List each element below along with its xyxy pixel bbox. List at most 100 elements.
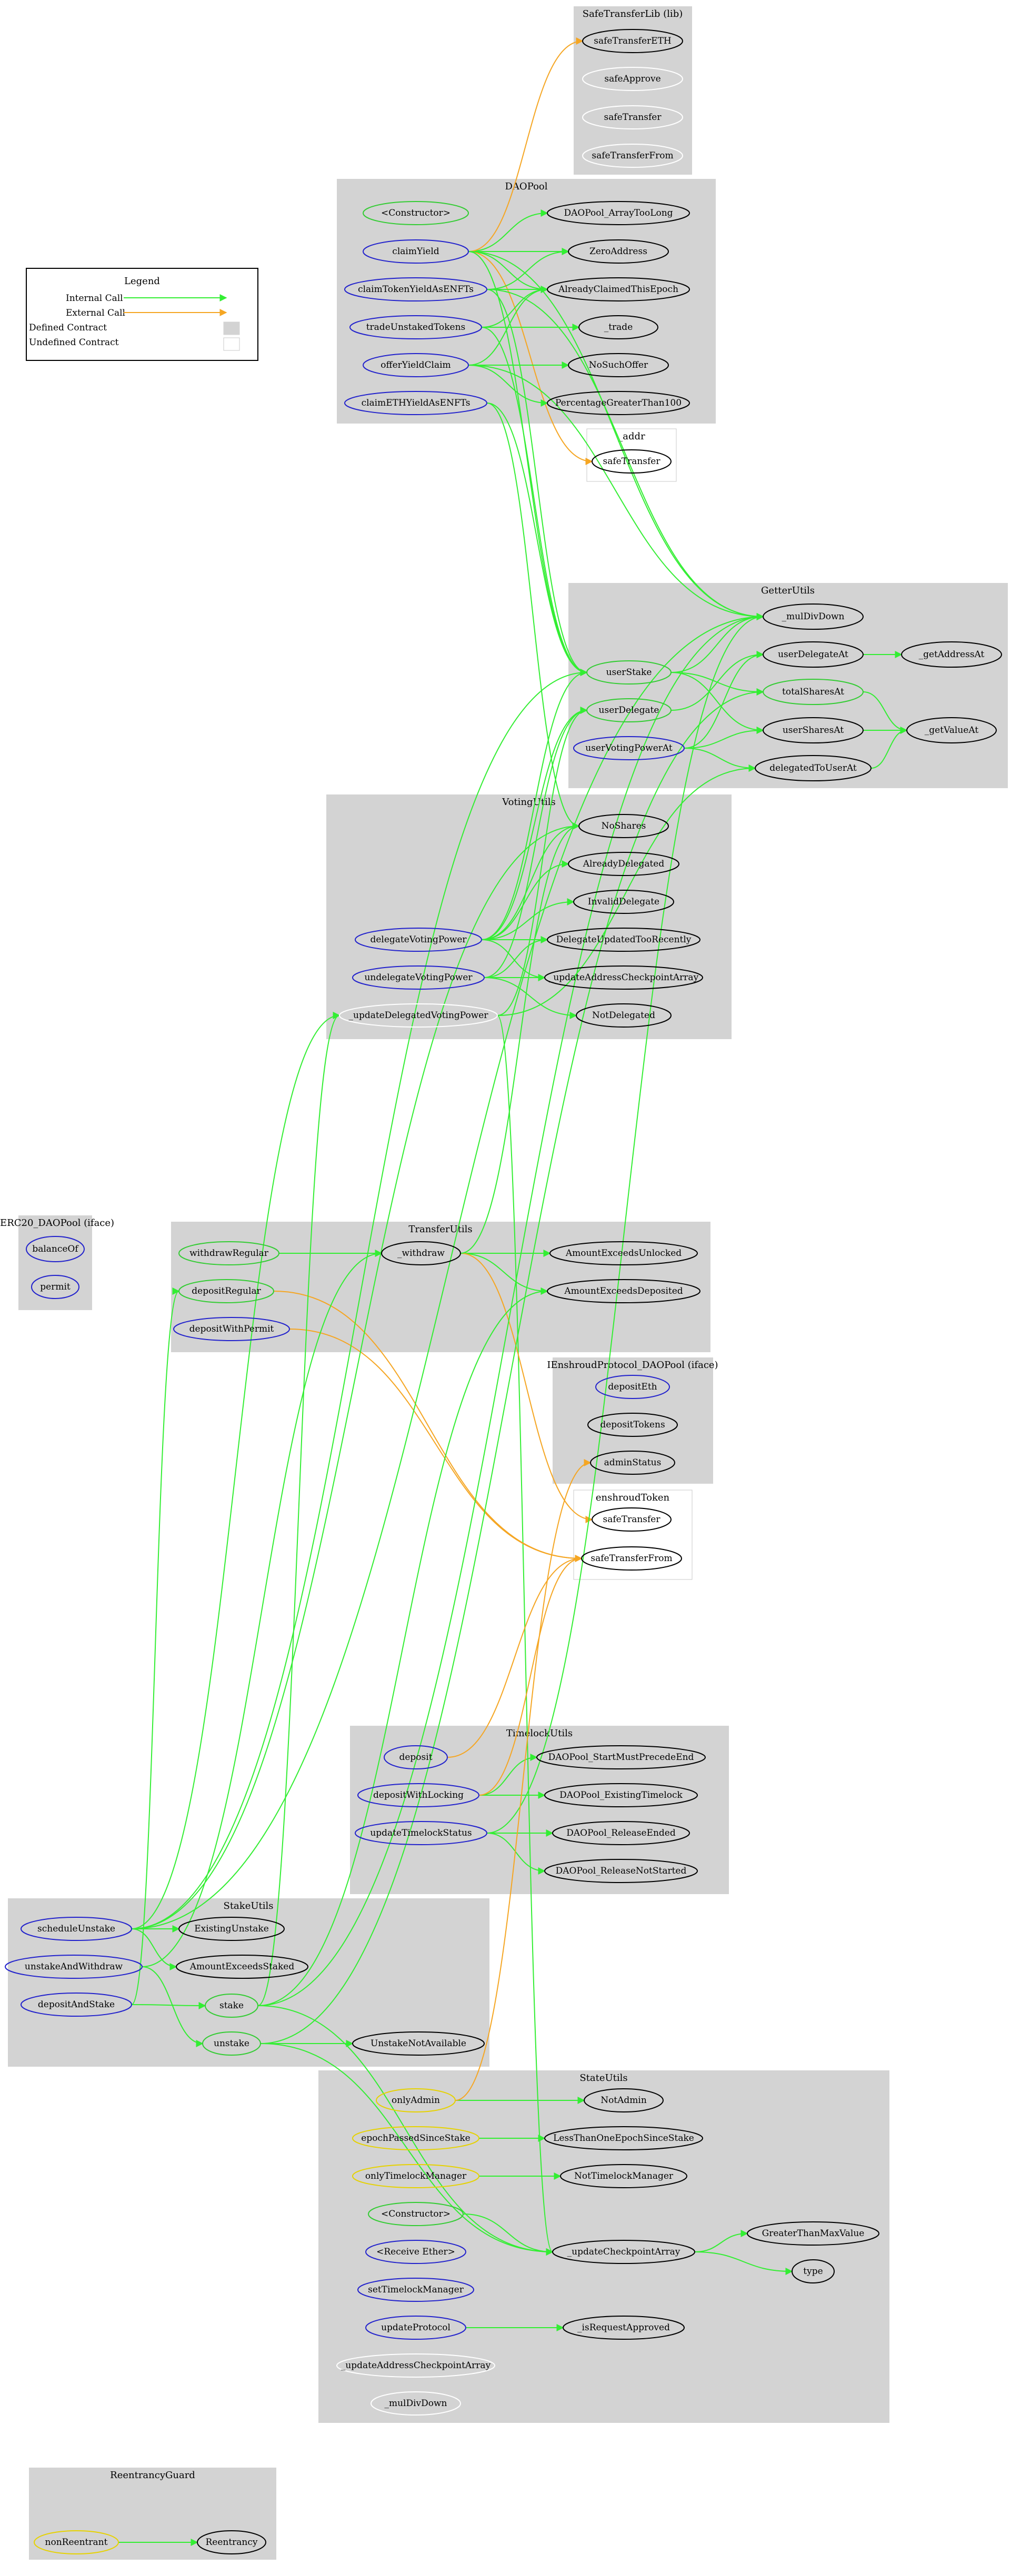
node-label: updateTimelockStatus: [370, 1828, 472, 1838]
edge-dp-trade-unstaked-tokens-to-gu-user-stake: [481, 327, 588, 676]
cluster-ienshrouded: IEnshroudProtocol_DAOPool (iface): [547, 1357, 718, 1484]
cluster-label: ReentrancyGuard: [110, 2470, 195, 2481]
node-label: depositRegular: [192, 1286, 261, 1296]
node-label: deposit: [399, 1752, 432, 1763]
cluster-label: _addr: [618, 431, 645, 442]
edge-dp-claim-token-yield-as-enfts-to-dp-zero-address: [486, 248, 569, 290]
node-label: offerYieldClaim: [381, 360, 451, 370]
node-ip-deposit-tokens: depositTokens: [587, 1413, 678, 1437]
node-dp-claim-token-yield-as-enfts: claimTokenYieldAsENFTs: [344, 277, 487, 301]
node-label: _mulDivDown: [782, 611, 844, 622]
edge-dp-claim-ethyield-as-enfts-to-vu-no-shares: [486, 402, 580, 830]
node-vu-delegate-voting-power: delegateVotingPower: [355, 928, 482, 952]
node-label: _mulDivDown: [384, 2398, 447, 2409]
edge-st-constructor-to-st-update-checkpoint-array: [463, 2213, 554, 2256]
node-ip-admin-status: adminStatus: [590, 1451, 675, 1475]
node-label: _getValueAt: [925, 725, 979, 736]
node-label: depositAndStake: [38, 1999, 115, 2010]
legend-undefined-swatch: [223, 337, 240, 351]
node-ellipse: [544, 1859, 698, 1883]
node-ellipse: [21, 1917, 132, 1941]
edge-vu-undelegate-voting-power-to-vu-not-delegated: [484, 977, 577, 1019]
node-label: safeTransferFrom: [590, 1553, 672, 1564]
edge-dp-claim-yield-to-dp-array-too-long: [468, 209, 548, 252]
node-tl-deposit: deposit: [384, 1745, 448, 1769]
node-st-type: type: [792, 2259, 835, 2283]
node-st-only-admin: onlyAdmin: [376, 2088, 456, 2112]
edge-tu-withdraw-to-vu-no-shares: [460, 822, 580, 1254]
cluster-label: IEnshroudProtocol_DAOPool (iface): [547, 1360, 718, 1371]
node-ellipse: [563, 2316, 685, 2340]
edge-dp-claim-token-yield-as-enfts-to-gu-mul-div-down: [486, 289, 764, 620]
cluster-box: [326, 794, 732, 1039]
node-label: permit: [40, 1282, 71, 1292]
cluster-label: VotingUtils: [502, 797, 555, 808]
node-ellipse: [5, 1955, 143, 1979]
node-gu-user-delegate: userDelegate: [586, 698, 672, 722]
node-label: setTimelockManager: [368, 2285, 464, 2295]
edge-gu-user-voting-power-at-to-gu-user-delegate-at: [684, 651, 764, 749]
node-label: userDelegate: [599, 705, 659, 716]
node-label: NotAdmin: [600, 2095, 647, 2106]
edge-su-deposit-and-stake-to-tu-deposit-regular: [131, 1287, 180, 2005]
node-ellipse: [906, 717, 997, 743]
node-gu-mul-div-down: _mulDivDown: [763, 603, 864, 630]
node-label: safeTransferETH: [594, 36, 672, 46]
node-ellipse: [547, 391, 690, 415]
node-vu-invalid-delegate: InvalidDelegate: [573, 890, 674, 914]
node-su-unstake-and-withdraw: unstakeAndWithdraw: [5, 1955, 143, 1979]
node-vu-update-delegated-voting-power: _updateDelegatedVotingPower: [339, 1003, 498, 1028]
node-su-stake: stake: [205, 1994, 258, 2018]
node-ellipse: [590, 1451, 675, 1475]
cluster-box: [318, 2070, 889, 2423]
node-dp-claim-yield: claimYield: [363, 239, 469, 264]
legend-internal-label: Internal Call: [66, 293, 123, 304]
node-label: userVotingPowerAt: [585, 743, 673, 753]
node-label: ZeroAddress: [589, 246, 647, 257]
node-label: InvalidDelegate: [588, 897, 659, 907]
node-st-is-request-approved: _isRequestApproved: [563, 2316, 685, 2340]
edge-su-deposit-and-stake-to-su-stake: [131, 2001, 206, 2009]
node-label: withdrawRegular: [189, 1248, 269, 1259]
edge-dp-offer-yield-claim-to-dp-pct-greater: [468, 365, 548, 407]
edge-dp-claim-yield-to-stl-safe-transfer-eth: [468, 37, 584, 252]
node-label: AlreadyClaimedThisEpoch: [558, 284, 678, 295]
node-ellipse: [763, 717, 864, 743]
node-ellipse: [336, 2353, 495, 2378]
node-ellipse: [355, 928, 482, 952]
node-ellipse: [21, 1993, 132, 2017]
node-et-safe-transfer: safeTransfer: [592, 1507, 672, 1532]
node-dp-zero-address: ZeroAddress: [568, 239, 669, 264]
edge-vu-delegate-voting-power-to-vu-update-address-checkpoint-array: [481, 939, 546, 981]
node-label: stake: [219, 2000, 244, 2011]
node-ellipse: [552, 1821, 690, 1845]
edge-su-stake-to-vu-update-delegated-voting-power: [257, 1012, 341, 2006]
node-ellipse: [355, 1821, 487, 1845]
cluster-stateutils: StateUtils: [318, 2070, 889, 2423]
node-label: depositEth: [608, 1382, 657, 1392]
node-ie-balance-of: balanceOf: [26, 1236, 85, 1262]
edge-su-unstake-to-st-update-checkpoint-array: [260, 2043, 554, 2256]
node-ellipse: [576, 1003, 672, 1028]
edge-vu-delegate-voting-power-to-gu-user-stake: [481, 669, 588, 940]
cluster-box: [573, 1490, 693, 1580]
edges-layer: [118, 37, 908, 2546]
cluster-timelockutils: TimelockUtils: [350, 1726, 729, 1894]
edge-vu-undelegate-voting-power-to-vu-delegate-updated-too-recently: [484, 936, 548, 978]
node-st-set-timelock-manager: setTimelockManager: [357, 2278, 474, 2302]
node-ellipse: [349, 315, 482, 339]
node-label: depositWithLocking: [373, 1790, 464, 1800]
node-st-epoch-passed: epochPassedSinceStake: [352, 2126, 479, 2150]
node-ellipse: [178, 1279, 274, 1303]
node-vu-undelegate-voting-power: undelegateVotingPower: [352, 965, 485, 990]
node-label: userStake: [606, 667, 652, 678]
cluster-box: [350, 1726, 729, 1894]
node-label: safeTransferFrom: [592, 150, 673, 161]
node-st-less-than-one-epoch: LessThanOneEpochSinceStake: [544, 2126, 703, 2150]
edge-st-update-checkpoint-array-to-st-greater-than-max: [694, 2230, 748, 2252]
cluster-label: StateUtils: [579, 2072, 627, 2084]
node-su-unstake: unstake: [202, 2031, 261, 2056]
cluster-label: DAOPool: [505, 181, 548, 192]
node-label: safeTransfer: [604, 112, 662, 123]
edge-su-stake-to-gu-mul-div-down: [257, 613, 764, 2006]
